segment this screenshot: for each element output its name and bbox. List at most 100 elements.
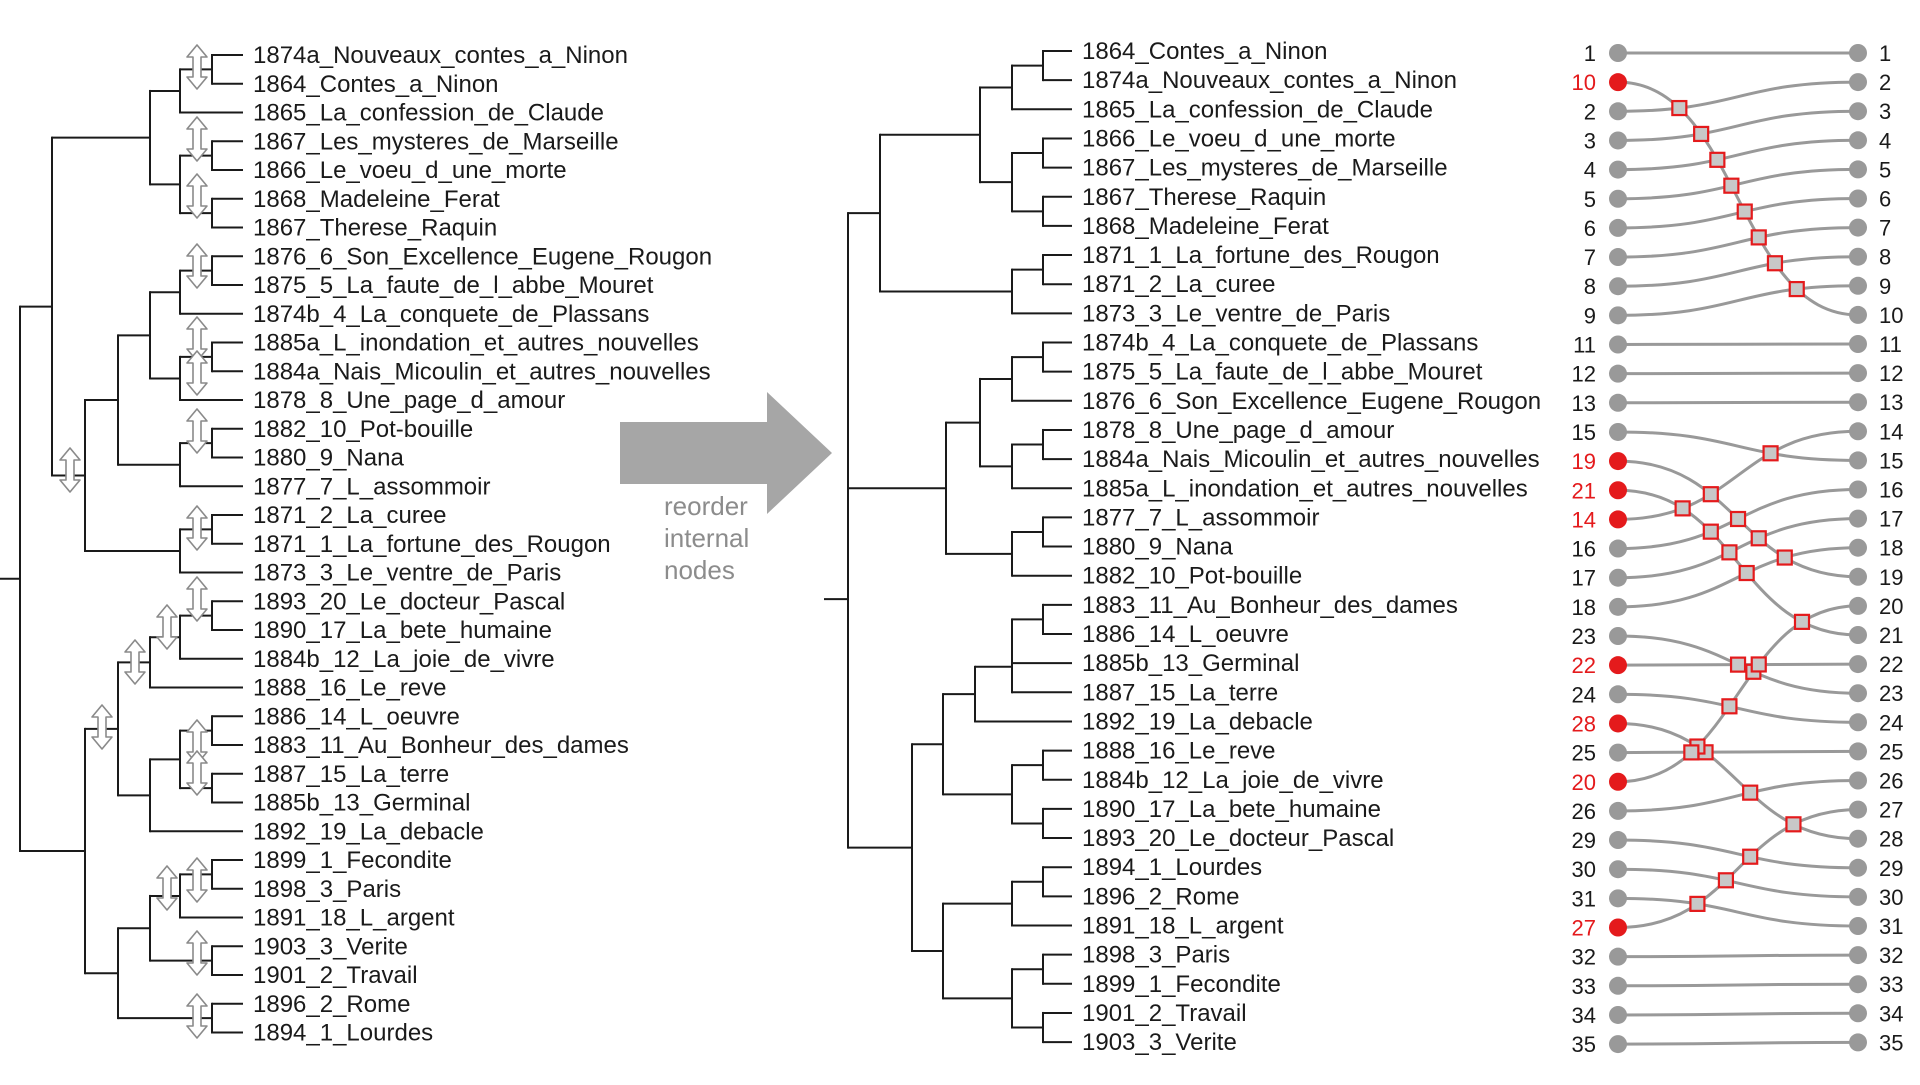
left-rank-label: 32 <box>1572 945 1596 970</box>
right-rank-label: 31 <box>1879 914 1903 939</box>
right-rank-label: 33 <box>1879 972 1903 997</box>
left-rank-dot <box>1609 131 1627 150</box>
right-rank-dot <box>1849 771 1867 790</box>
right-leaf-label: 1880_9_Nana <box>1082 534 1233 561</box>
right-leaf-label: 1868_Madeleine_Ferat <box>1082 213 1329 240</box>
left-rank-label: 30 <box>1572 857 1596 882</box>
rank-link <box>1617 430 1859 462</box>
right-rank-label: 25 <box>1879 739 1903 764</box>
right-leaf-label: 1890_17_La_bete_humaine <box>1082 796 1381 823</box>
left-leaf-label: 1882_10_Pot-bouille <box>253 416 473 443</box>
left-rank-dot <box>1609 160 1627 179</box>
crossing-marker <box>1793 613 1811 630</box>
right-rank-label: 15 <box>1879 448 1903 473</box>
right-leaf-label: 1892_19_La_debacle <box>1082 708 1313 735</box>
crossing-marker <box>1671 99 1688 117</box>
rank-link <box>1617 749 1859 755</box>
right-rank-dot <box>1849 713 1867 732</box>
rank-link <box>1617 982 1859 988</box>
right-leaf-label: 1885a_L_inondation_et_autres_nouvelles <box>1082 475 1528 502</box>
rank-link <box>1617 226 1859 259</box>
left-rank-dot <box>1609 44 1627 62</box>
rank-link <box>1617 779 1859 813</box>
right-leaf-label: 1874a_Nouveaux_contes_a_Ninon <box>1082 67 1457 94</box>
right-rank-label: 28 <box>1879 827 1903 852</box>
right-rank-label: 5 <box>1879 157 1891 182</box>
crossing-marker <box>1736 203 1753 220</box>
crossing-marker <box>1766 255 1784 272</box>
swap-arrow-icon <box>186 750 208 796</box>
arrow-caption-line-1: reorder <box>664 491 748 521</box>
left-rank-dot <box>1609 947 1627 966</box>
left-leaf-label: 1893_20_Le_docteur_Pascal <box>253 588 565 615</box>
rank-link <box>1617 138 1859 172</box>
right-leaf-label: 1865_La_confession_de_Claude <box>1082 96 1433 123</box>
right-rank-label: 27 <box>1879 798 1903 823</box>
left-rank-dot <box>1609 248 1627 267</box>
right-rank-label: 24 <box>1879 710 1903 735</box>
left-rank-label: 21 <box>1572 478 1596 503</box>
left-leaf-label: 1899_1_Fecondite <box>253 847 452 874</box>
right-leaf-label: 1866_Le_voeu_d_une_morte <box>1082 125 1396 152</box>
right-rank-dot <box>1849 596 1867 615</box>
left-leaf-label: 1901_2_Travail <box>253 962 418 989</box>
left-rank-dot <box>1609 860 1627 879</box>
right-rank-label: 11 <box>1879 332 1902 357</box>
crossing-marker <box>1721 544 1738 561</box>
left-rank-label: 7 <box>1584 245 1596 270</box>
right-leaf-label: 1891_18_L_argent <box>1082 913 1284 940</box>
swap-arrow-icon <box>186 930 208 976</box>
left-rank-dot <box>1609 306 1627 325</box>
left-leaf-label: 1903_3_Verite <box>253 933 408 960</box>
left-leaf-label: 1885a_L_inondation_et_autres_nouvelles <box>253 330 699 357</box>
left-rank-dot <box>1609 422 1627 441</box>
left-rank-dot <box>1609 1005 1627 1024</box>
left-rank-label: 27 <box>1572 916 1596 941</box>
crossing-marker <box>1693 125 1710 143</box>
right-rank-dot <box>1849 102 1867 121</box>
left-rank-label: 5 <box>1584 187 1596 212</box>
right-rank-dot <box>1849 626 1867 644</box>
right-rank-label: 18 <box>1879 536 1903 561</box>
rank-link <box>1617 808 1859 929</box>
left-rank-label: 6 <box>1584 216 1596 241</box>
left-rank-label: 24 <box>1572 682 1596 707</box>
left-rank-dot <box>1609 510 1627 529</box>
right-leaf-label: 1867_Les_mysteres_de_Marseille <box>1082 155 1448 182</box>
right-leaf-label: 1878_8_Une_page_d_amour <box>1082 417 1394 444</box>
swap-arrow-icon <box>186 857 208 903</box>
right-rank-dot <box>1849 538 1867 557</box>
right-rank-label: 9 <box>1879 274 1891 299</box>
right-rank-dot <box>1849 335 1867 353</box>
left-rank-label: 12 <box>1572 362 1596 387</box>
left-rank-dot <box>1609 772 1627 791</box>
crossing-marker <box>1742 848 1759 865</box>
rank-link <box>1617 109 1859 142</box>
right-rank-dot <box>1849 567 1867 586</box>
rank-link <box>1617 429 1859 521</box>
right-rank-dot <box>1849 829 1867 848</box>
rank-link <box>1617 604 1859 784</box>
right-rank-dot <box>1849 917 1867 935</box>
right-leaf-label: 1885b_13_Germinal <box>1082 650 1300 677</box>
left-leaf-label: 1868_Madeleine_Ferat <box>253 186 500 213</box>
left-rank-dot <box>1609 918 1627 937</box>
right-rank-label: 12 <box>1879 361 1903 386</box>
crossing-marker <box>1689 895 1706 912</box>
rank-link <box>1617 1040 1859 1046</box>
left-rank-dot <box>1609 189 1627 208</box>
left-leaf-label: 1874a_Nouveaux_contes_a_Ninon <box>253 42 628 69</box>
right-leaf-label: 1899_1_Fecondite <box>1082 971 1281 998</box>
right-leaf-label: 1874b_4_La_conquete_de_Plassans <box>1082 330 1478 357</box>
right-leaf-label: 1876_6_Son_Excellence_Eugene_Rougon <box>1082 388 1541 415</box>
right-rank-dot <box>1849 684 1867 703</box>
left-rank-dot <box>1609 102 1627 121</box>
right-leaf-label: 1886_14_L_oeuvre <box>1082 621 1289 648</box>
rank-link <box>1617 284 1859 317</box>
right-rank-label: 6 <box>1879 187 1891 212</box>
crossing-marker <box>1750 656 1767 673</box>
swap-arrow-icon <box>186 173 208 219</box>
right-rank-label: 29 <box>1879 856 1903 881</box>
right-rank-dot <box>1849 858 1867 877</box>
